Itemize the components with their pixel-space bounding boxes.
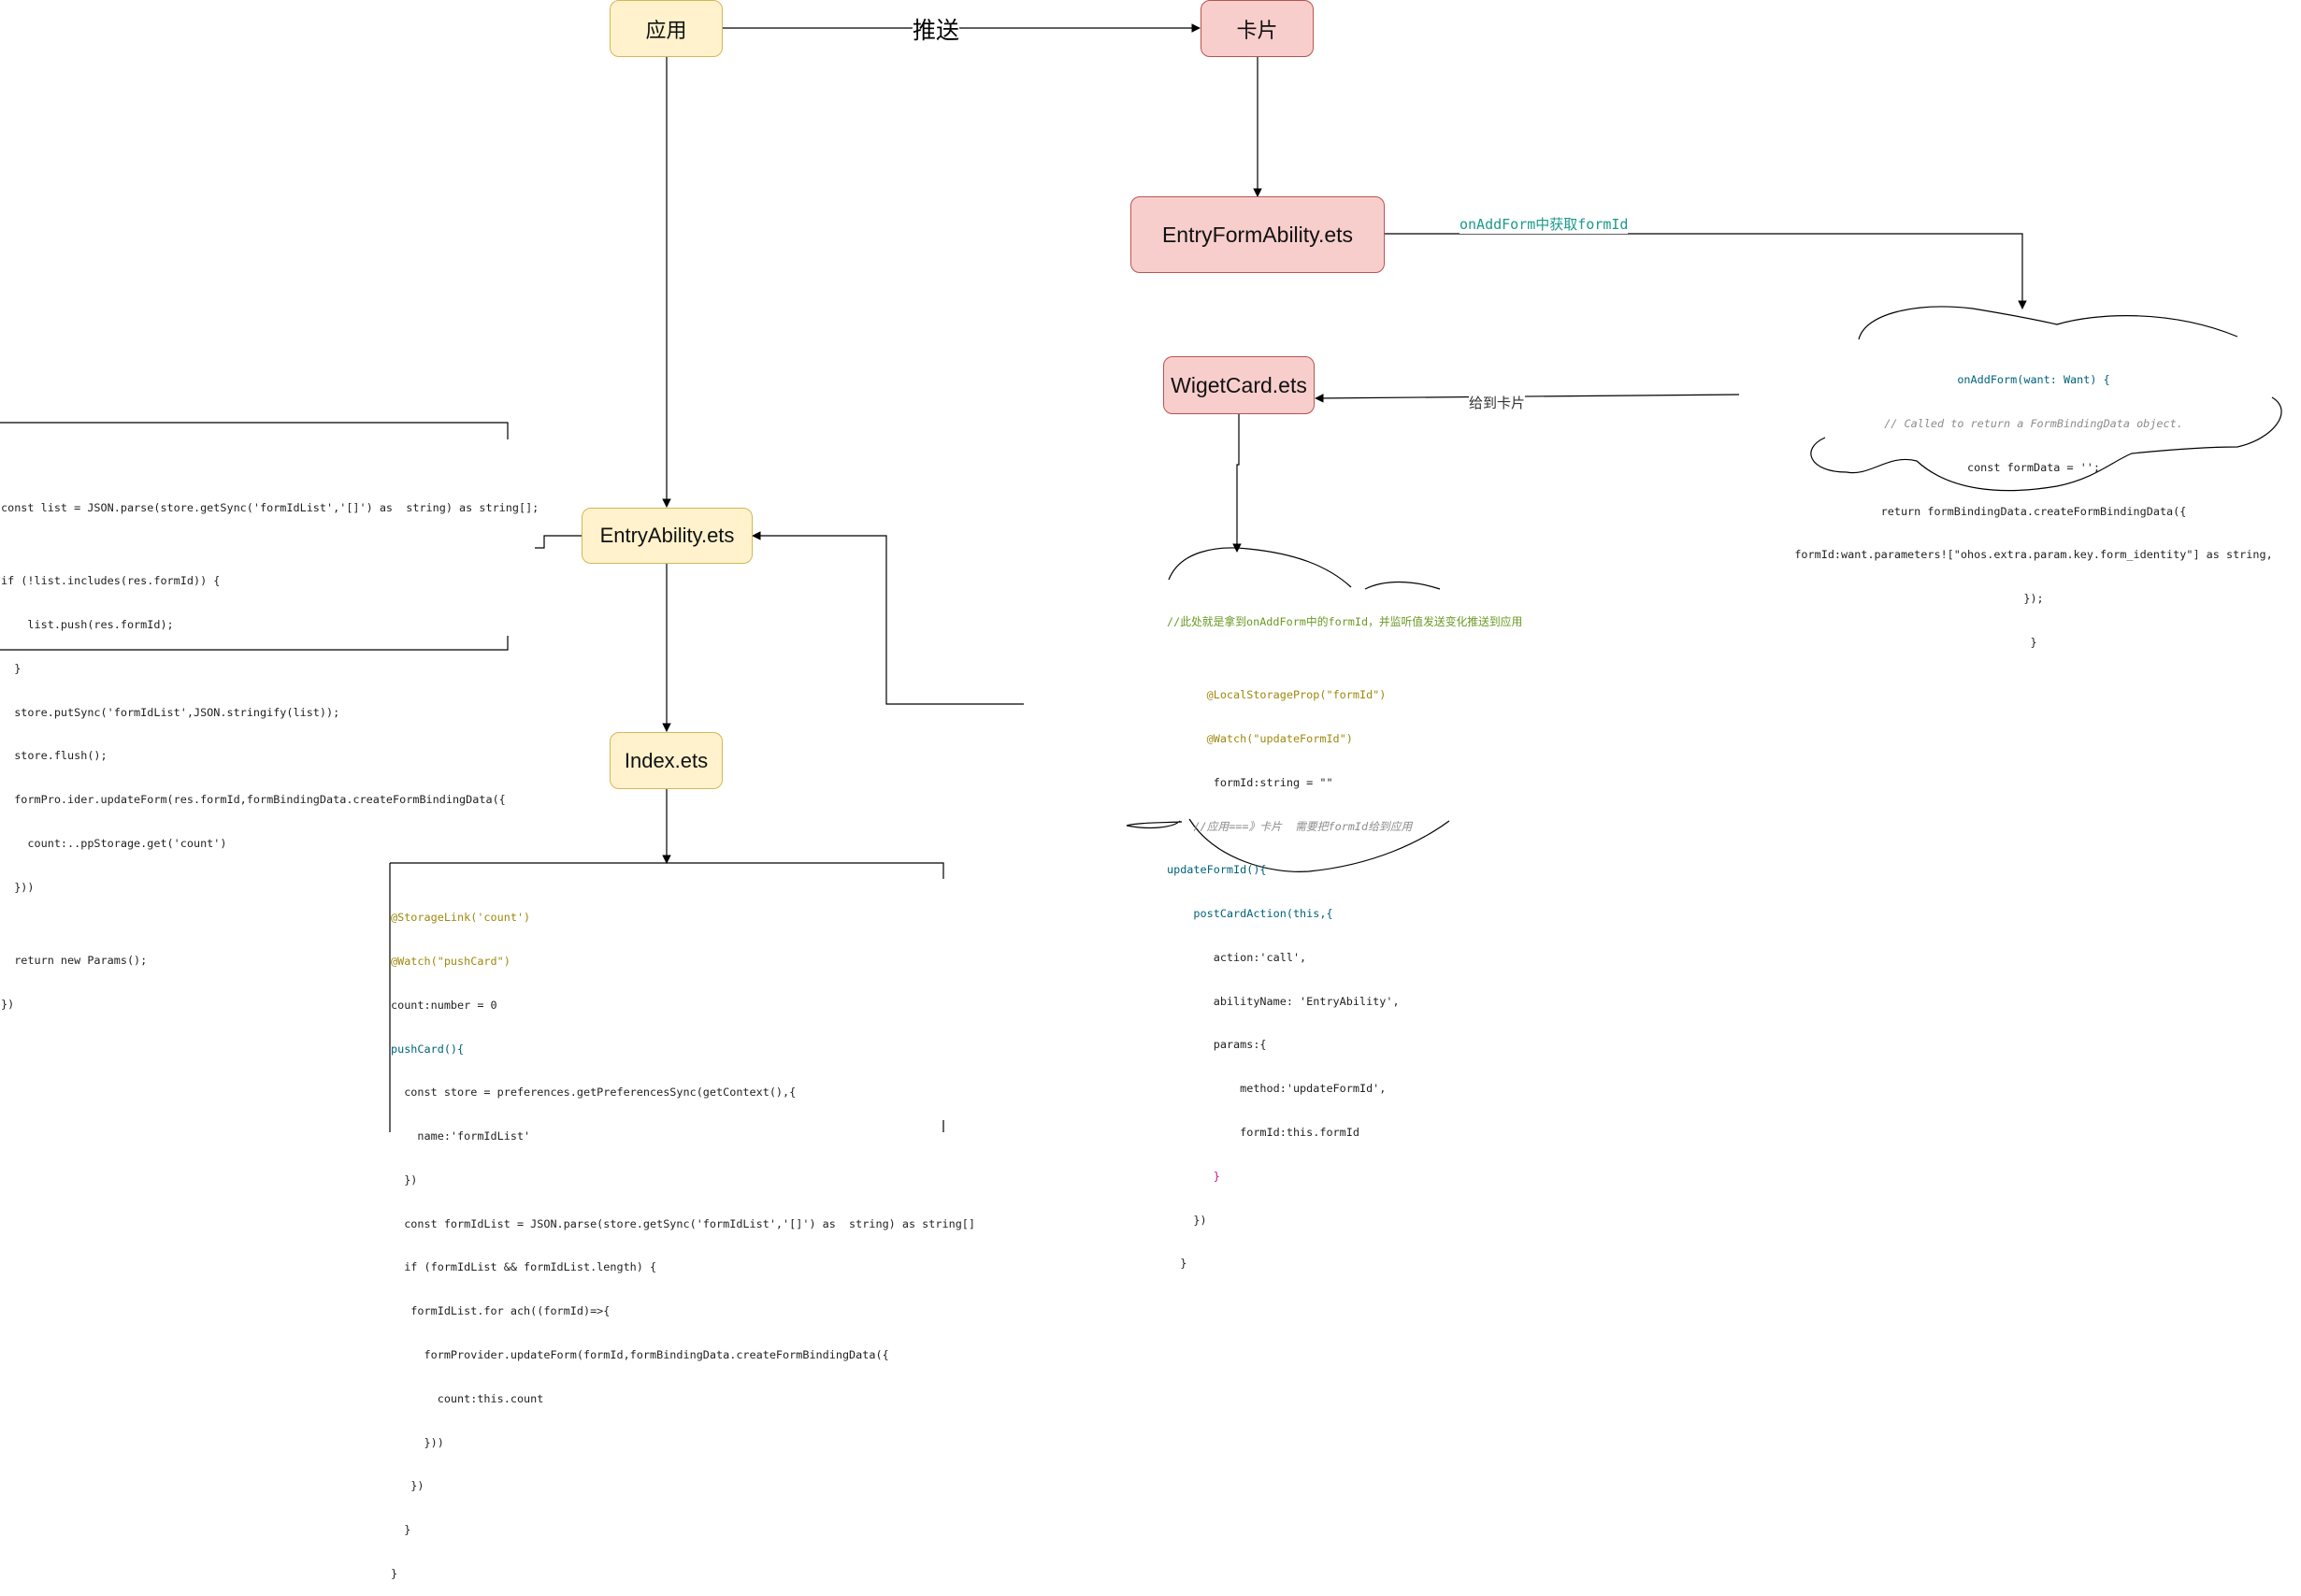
- code-line: method:'updateFormId',: [1167, 1082, 1387, 1096]
- code-line: @Watch("updateFormId"): [1167, 731, 1353, 745]
- wiget-card-label: WigetCard.ets: [1171, 372, 1307, 397]
- code-line: count:..ppStorage.get('count'): [1, 837, 227, 851]
- entry-form-ability-label: EntryFormAbility.ets: [1161, 222, 1354, 247]
- code-line: }: [391, 1523, 411, 1537]
- edge-entryability-to-code: [535, 535, 582, 549]
- code-line: updateFormId(){: [1167, 863, 1267, 877]
- card-label: 卡片: [1236, 18, 1278, 42]
- code-line: if (formIdList && formIdList.length) {: [391, 1260, 657, 1274]
- code-line: }): [391, 1172, 418, 1186]
- entry-form-ability-node[interactable]: EntryFormAbility.ets: [1130, 196, 1385, 273]
- code-line: }: [2030, 635, 2037, 649]
- index-code-frame-bottom: [942, 1120, 944, 1132]
- edge-onaddform-to-wigetcard: [1315, 394, 1740, 403]
- code-line: const formData = '';: [1966, 460, 2101, 474]
- code-line: })): [391, 1435, 444, 1449]
- entry-ability-label: EntryAbility.ets: [599, 524, 735, 547]
- code-line: @StorageLink('count'): [391, 911, 531, 925]
- code-line: if (!list.includes(res.formId)) {: [1, 574, 221, 588]
- entry-ability-code-block: const list = JSON.parse(store.getSync('f…: [1, 443, 539, 1027]
- entryability-code-frame: [0, 422, 509, 439]
- code-line: //此处就是拿到onAddForm中的formId，并监听值发送变化推送到应用: [1167, 615, 1523, 629]
- app-label: 应用: [645, 18, 687, 42]
- code-line: // Called to return a FormBindingData ob…: [1884, 416, 2183, 430]
- code-line: return formBindingData.createFormBinding…: [1880, 504, 2187, 518]
- code-line: const store = preferences.getPreferences…: [391, 1086, 797, 1100]
- code-line: @LocalStorageProp("formId"): [1167, 688, 1387, 702]
- code-line: const list = JSON.parse(store.getSync('f…: [1, 501, 539, 515]
- code-line: abilityName: 'EntryAbility',: [1167, 994, 1400, 1008]
- entry-ability-node[interactable]: EntryAbility.ets: [582, 508, 753, 564]
- edge-label-push: 推送: [913, 12, 960, 46]
- code-line: }: [1, 661, 22, 675]
- wiget-card-node[interactable]: WigetCard.ets: [1163, 356, 1315, 414]
- wiget-card-code-block: //此处就是拿到onAddForm中的formId，并监听值发送变化推送到应用 …: [1167, 586, 1522, 1287]
- wigetcard-cloud-outline: [1126, 547, 1450, 872]
- code-line: postCardAction(this,{: [1167, 907, 1333, 921]
- code-line: })): [1, 880, 35, 894]
- code-line: formId:string = "": [1167, 775, 1333, 789]
- edge-entryformability-to-onaddform: [1385, 233, 2027, 309]
- code-line: list.push(res.formId);: [1, 618, 174, 632]
- edge-wigetcard-to-code: [1232, 414, 1242, 553]
- connector-layer: [0, 23, 2282, 1132]
- edge-cardcode-to-entryability: [752, 531, 1024, 705]
- code-line: formIdList.for ach((formId)=>{: [391, 1304, 611, 1318]
- code-line: @Watch("pushCard"): [391, 954, 511, 968]
- code-line: return new Params();: [1, 953, 148, 967]
- code-line: count:this.count: [391, 1391, 544, 1405]
- on-add-form-code-block: onAddForm(want: Want) { // Called to ret…: [1790, 344, 2277, 665]
- code-line: });: [2023, 592, 2044, 606]
- code-line: formId:this.formId: [1167, 1125, 1359, 1139]
- code-line: }): [391, 1479, 424, 1493]
- code-line: params:{: [1167, 1038, 1267, 1052]
- code-line: name:'formIdList': [391, 1129, 531, 1143]
- index-code-block: @StorageLink('count') @Watch("pushCard")…: [391, 882, 975, 1596]
- code-line: pushCard(){: [391, 1042, 465, 1056]
- code-line: }: [1167, 1257, 1187, 1271]
- code-line: const formIdList = JSON.parse(store.getS…: [391, 1216, 976, 1230]
- card-node[interactable]: 卡片: [1201, 0, 1314, 57]
- entryability-code-frame-bottom: [0, 636, 509, 651]
- code-line: onAddForm(want: Want) {: [1957, 373, 2110, 387]
- index-code-frame-top: [390, 862, 944, 879]
- code-line: count:number = 0: [391, 998, 497, 1012]
- code-line: //应用===》卡片 需要把formId给到应用: [1167, 819, 1413, 833]
- code-line: action:'call',: [1167, 950, 1307, 964]
- code-line: }): [1, 997, 15, 1011]
- code-line: formId:want.parameters!["ohos.extra.para…: [1794, 548, 2273, 562]
- edge-label-give-card: 给到卡片: [1469, 393, 1526, 412]
- code-line: store.flush();: [1, 749, 108, 763]
- index-label: Index.ets: [624, 748, 709, 772]
- app-node[interactable]: 应用: [610, 0, 723, 57]
- code-line: store.putSync('formIdList',JSON.stringif…: [1, 705, 340, 719]
- edge-label-on-add-form: onAddForm中获取formId: [1460, 214, 1629, 234]
- index-node[interactable]: Index.ets: [610, 732, 723, 789]
- code-line: }: [391, 1566, 398, 1580]
- code-line: }): [1167, 1213, 1207, 1227]
- code-line: formPro.ider.updateForm(res.formId,formB…: [1, 793, 506, 807]
- code-line: formProvider.updateForm(formId,formBindi…: [391, 1348, 889, 1361]
- code-line: }: [1167, 1169, 1220, 1183]
